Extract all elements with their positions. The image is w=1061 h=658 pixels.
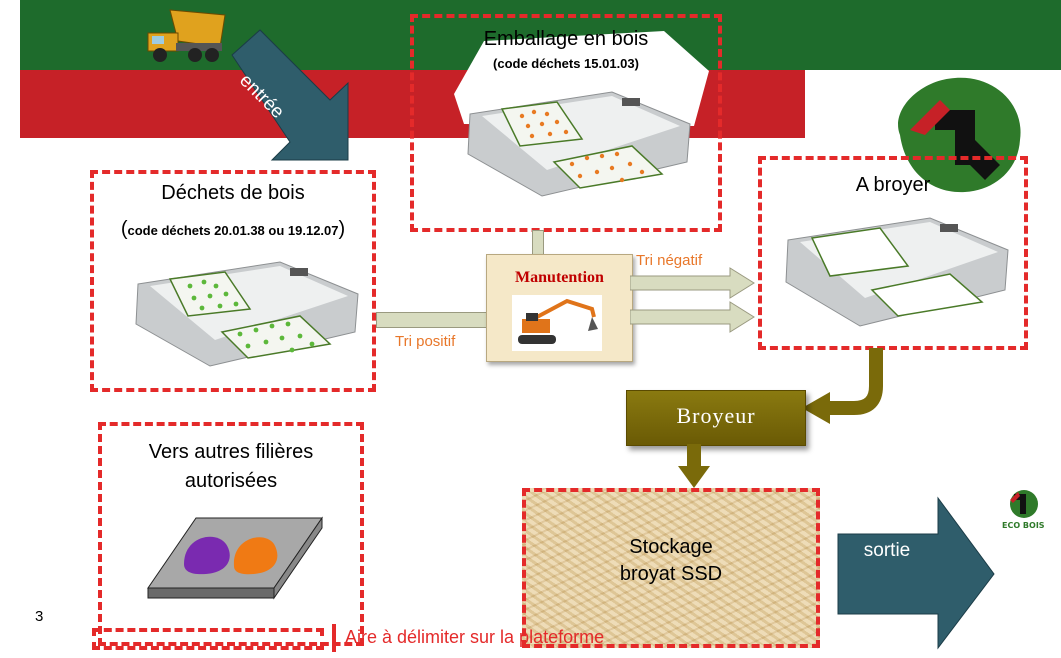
page-number: 3 [35, 608, 44, 625]
legend-swatch [92, 628, 324, 650]
platform-tray-emballage [467, 91, 691, 197]
zone-emballage-code: (code déchets 15.01.03) [493, 56, 639, 71]
legend-text: Aire à délimiter sur la plateforme [345, 627, 605, 647]
zone-a-broyer-title: A broyer [855, 174, 931, 196]
platform-tray-broyer [785, 217, 1009, 327]
white-banner [454, 31, 709, 126]
zone-dechets: Déchets de bois (code déchets 20.01.38 o… [90, 170, 376, 392]
zone-autres-filieres: Vers autres filières autorisées [98, 422, 364, 646]
stockage-label: Stockage broyat SSD [619, 536, 723, 585]
zone-a-broyer: A broyer [758, 156, 1028, 350]
tri-negatif-arrows [630, 267, 755, 333]
dump-truck-icon [147, 9, 226, 62]
entree-arrow [231, 29, 349, 161]
platform-tray-dechets [135, 261, 359, 367]
manutention-box: Manutention [486, 254, 633, 362]
sorting-tray-icon [147, 516, 323, 600]
arrow-down-stockage [678, 444, 710, 488]
manutention-label: Manutention [515, 269, 604, 286]
ecobois-logo-icon: ECO BOIS [1002, 490, 1045, 530]
zone-dechets-title: Déchets de bois [161, 182, 305, 204]
tri-negatif-label: Tri négatif [636, 252, 703, 269]
zone-stockage: Stockage broyat SSD [522, 488, 820, 648]
sortie-label: sortie [863, 540, 911, 561]
ecobois-logo-text: ECO BOIS [1002, 521, 1045, 530]
tri-positif-label: Tri positif [395, 333, 456, 350]
zone-emballage-title: Emballage en bois [483, 28, 649, 50]
pipe-tri-positif [376, 312, 490, 328]
broyeur-box: Broyeur [626, 390, 806, 446]
excavator-icon [512, 295, 602, 351]
zone-dechets-code: (code déchets 20.01.38 ou 19.12.07) [120, 218, 346, 240]
sortie-arrow [837, 496, 995, 650]
zone-emballage: Emballage en bois (code déchets 15.01.03… [410, 14, 722, 232]
zone-autres-filieres-title: Vers autres filières autorisées [148, 441, 314, 492]
tree-logo-icon [898, 77, 1021, 193]
curved-arrow-broyeur [802, 348, 883, 424]
legend-bar [332, 624, 336, 652]
broyeur-label: Broyeur [676, 403, 756, 428]
